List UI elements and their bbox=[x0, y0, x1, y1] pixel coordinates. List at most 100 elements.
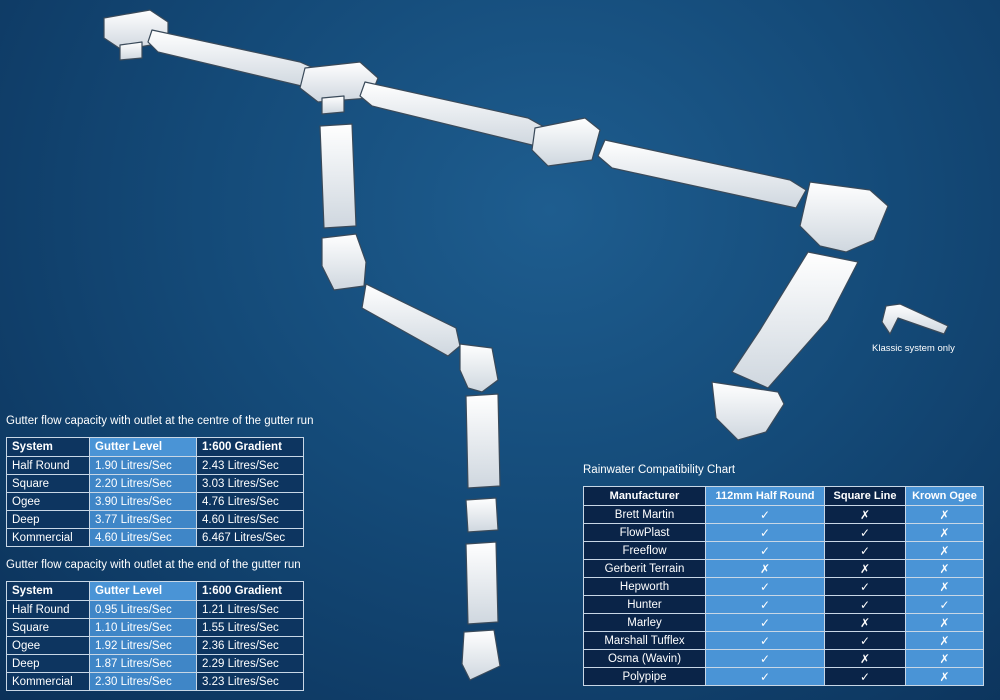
table-header-row: Manufacturer 112mm Half Round Square Lin… bbox=[583, 486, 984, 506]
cell-level: 1.90 Litres/Sec bbox=[89, 456, 197, 475]
header-square-line: Square Line bbox=[824, 486, 906, 506]
header-gradient: 1:600 Gradient bbox=[196, 437, 304, 457]
cell-square-line: ✓ bbox=[824, 577, 906, 596]
cell-half-round: ✓ bbox=[705, 649, 825, 668]
cell-system: Ogee bbox=[6, 492, 90, 511]
header-gradient: 1:600 Gradient bbox=[196, 581, 304, 601]
cell-krown-ogee: ✗ bbox=[905, 667, 984, 686]
end-table-caption: Gutter flow capacity with outlet at the … bbox=[6, 559, 301, 571]
downpipe-assembly bbox=[319, 123, 501, 681]
table-header-row: System Gutter Level 1:600 Gradient bbox=[6, 437, 304, 457]
cell-level: 0.95 Litres/Sec bbox=[89, 600, 197, 619]
gutter-section-3 bbox=[597, 139, 807, 209]
cell-krown-ogee: ✗ bbox=[905, 541, 984, 560]
cell-level: 4.60 Litres/Sec bbox=[89, 528, 197, 547]
header-manufacturer: Manufacturer bbox=[583, 486, 706, 506]
gutter-section-2 bbox=[359, 81, 547, 147]
cell-system: Deep bbox=[6, 510, 90, 529]
fascia-bracket bbox=[881, 303, 949, 335]
cell-half-round: ✗ bbox=[705, 559, 825, 578]
cell-half-round: ✓ bbox=[705, 541, 825, 560]
cell-square-line: ✓ bbox=[824, 667, 906, 686]
stop-end-bottom bbox=[711, 381, 785, 441]
cell-level: 1.92 Litres/Sec bbox=[89, 636, 197, 655]
cell-square-line: ✗ bbox=[824, 649, 906, 668]
compat-chart-caption: Rainwater Compatibility Chart bbox=[583, 464, 736, 476]
table-row: Marley✓✗✗ bbox=[583, 613, 984, 632]
table-row: Hunter✓✓✓ bbox=[583, 595, 984, 614]
cell-half-round: ✓ bbox=[705, 523, 825, 542]
cell-manufacturer: Gerberit Terrain bbox=[583, 559, 706, 578]
cell-gradient: 2.43 Litres/Sec bbox=[196, 456, 304, 475]
cell-krown-ogee: ✓ bbox=[905, 595, 984, 614]
header-system: System bbox=[6, 437, 90, 457]
cell-krown-ogee: ✗ bbox=[905, 577, 984, 596]
center-flow-table: System Gutter Level 1:600 Gradient Half … bbox=[6, 437, 304, 547]
cell-manufacturer: FlowPlast bbox=[583, 523, 706, 542]
cell-system: Kommercial bbox=[6, 672, 90, 691]
center-table-caption: Gutter flow capacity with outlet at the … bbox=[6, 415, 314, 427]
cell-square-line: ✓ bbox=[824, 595, 906, 614]
cell-half-round: ✓ bbox=[705, 613, 825, 632]
cell-manufacturer: Marley bbox=[583, 613, 706, 632]
header-gutter-level: Gutter Level bbox=[89, 437, 197, 457]
cell-gradient: 2.36 Litres/Sec bbox=[196, 636, 304, 655]
cell-square-line: ✓ bbox=[824, 631, 906, 650]
table-row: Freeflow✓✓✗ bbox=[583, 541, 984, 560]
cell-gradient: 3.03 Litres/Sec bbox=[196, 474, 304, 493]
cell-square-line: ✗ bbox=[824, 505, 906, 524]
table-row: Gerberit Terrain✗✗✗ bbox=[583, 559, 984, 578]
cell-manufacturer: Marshall Tufflex bbox=[583, 631, 706, 650]
cell-level: 2.30 Litres/Sec bbox=[89, 672, 197, 691]
header-system: System bbox=[6, 581, 90, 601]
cell-gradient: 4.60 Litres/Sec bbox=[196, 510, 304, 529]
cell-half-round: ✓ bbox=[705, 577, 825, 596]
angle-piece bbox=[799, 181, 889, 253]
klassic-system-note: Klassic system only bbox=[872, 343, 955, 354]
cell-krown-ogee: ✗ bbox=[905, 649, 984, 668]
table-row: Brett Martin✓✗✗ bbox=[583, 505, 984, 524]
table-row: Polypipe✓✓✗ bbox=[583, 667, 984, 686]
gutter-section-1 bbox=[147, 29, 319, 89]
table-row: FlowPlast✓✓✗ bbox=[583, 523, 984, 542]
cell-square-line: ✓ bbox=[824, 523, 906, 542]
cell-system: Half Round bbox=[6, 456, 90, 475]
gutter-section-diagonal bbox=[731, 251, 859, 389]
cell-level: 2.20 Litres/Sec bbox=[89, 474, 197, 493]
cell-manufacturer: Osma (Wavin) bbox=[583, 649, 706, 668]
table-header-row: System Gutter Level 1:600 Gradient bbox=[6, 581, 304, 601]
cell-gradient: 6.467 Litres/Sec bbox=[196, 528, 304, 547]
cell-half-round: ✓ bbox=[705, 505, 825, 524]
header-half-round: 112mm Half Round bbox=[705, 486, 825, 506]
cell-krown-ogee: ✗ bbox=[905, 523, 984, 542]
cell-square-line: ✗ bbox=[824, 613, 906, 632]
cell-square-line: ✓ bbox=[824, 541, 906, 560]
cell-half-round: ✓ bbox=[705, 595, 825, 614]
cell-system: Square bbox=[6, 618, 90, 637]
cell-manufacturer: Brett Martin bbox=[583, 505, 706, 524]
cell-system: Half Round bbox=[6, 600, 90, 619]
cell-manufacturer: Hunter bbox=[583, 595, 706, 614]
header-krown-ogee: Krown Ogee bbox=[905, 486, 984, 506]
cell-half-round: ✓ bbox=[705, 667, 825, 686]
end-flow-table: System Gutter Level 1:600 Gradient Half … bbox=[6, 581, 304, 691]
cell-half-round: ✓ bbox=[705, 631, 825, 650]
cell-gradient: 1.21 Litres/Sec bbox=[196, 600, 304, 619]
cell-krown-ogee: ✗ bbox=[905, 505, 984, 524]
cell-level: 1.10 Litres/Sec bbox=[89, 618, 197, 637]
cell-gradient: 3.23 Litres/Sec bbox=[196, 672, 304, 691]
cell-manufacturer: Hepworth bbox=[583, 577, 706, 596]
cell-krown-ogee: ✗ bbox=[905, 559, 984, 578]
cell-gradient: 2.29 Litres/Sec bbox=[196, 654, 304, 673]
